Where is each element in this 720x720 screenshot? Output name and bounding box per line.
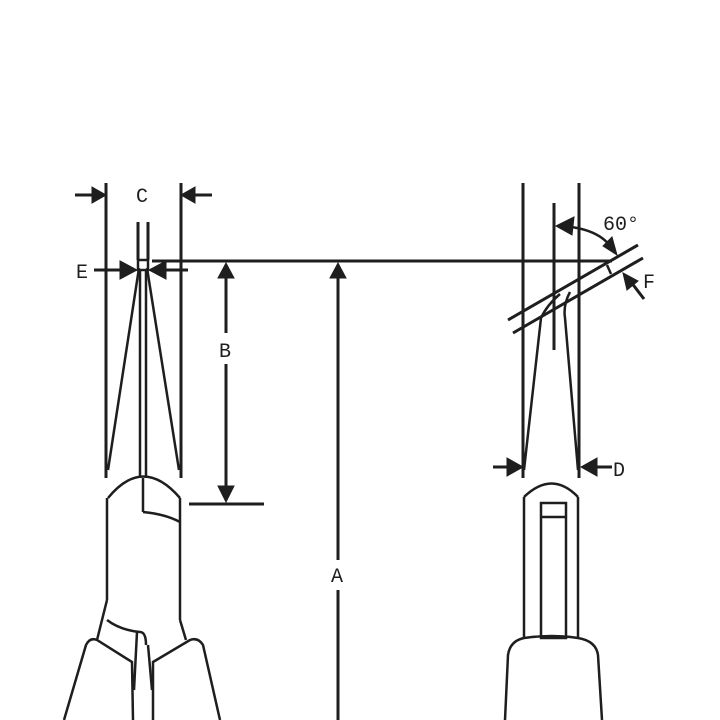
label-e: E bbox=[76, 262, 88, 285]
label-b: B bbox=[219, 341, 231, 364]
label-angle: 60° bbox=[603, 214, 639, 237]
label-a: A bbox=[331, 566, 343, 589]
dimension-e-arrows bbox=[94, 260, 188, 280]
dimension-b: B bbox=[189, 261, 264, 506]
dimension-a: A bbox=[329, 261, 347, 720]
side-view: 60° F D bbox=[493, 183, 655, 720]
dimension-d-arrows bbox=[493, 457, 612, 477]
front-view: C E bbox=[62, 183, 222, 720]
dimension-c-arrows bbox=[75, 186, 212, 204]
label-c: C bbox=[136, 186, 148, 209]
label-d: D bbox=[613, 460, 625, 483]
label-f: F bbox=[643, 272, 655, 295]
